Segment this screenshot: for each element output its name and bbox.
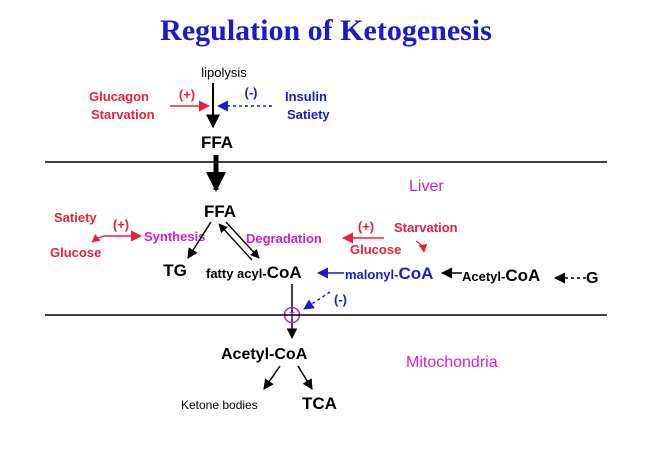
ketone-bodies-label: Ketone bodies — [181, 398, 258, 412]
malonyl-coa-suffix: CoA — [398, 264, 433, 283]
synthesis-plus: (+) — [113, 217, 129, 232]
tca-label: TCA — [302, 394, 337, 413]
malonyl-prefix: malonyl- — [345, 267, 398, 282]
ffa-liver: FFA — [204, 202, 236, 221]
mitochondria-label: Mitochondria — [406, 354, 498, 371]
satiety-label-top: Satiety — [287, 107, 330, 122]
fatty-acyl-coa: fatty acyl-CoA — [206, 263, 302, 282]
malonyl-transporter-inhibition — [303, 291, 331, 310]
activation-forward-arrow — [225, 221, 260, 259]
satiety-label-liver: Satiety — [54, 210, 97, 225]
insulin-label: Insulin — [285, 89, 327, 104]
glucose-to-satiety-arrow — [91, 233, 105, 243]
transporter-label: T — [289, 311, 295, 322]
glucose-label-left: Glucose — [50, 245, 101, 260]
starvation-to-glucose-arrow — [415, 240, 428, 253]
lipolysis-label: lipolysis — [201, 65, 247, 80]
ffa-blood: FFA — [201, 133, 233, 152]
degradation-plus: (+) — [358, 219, 374, 234]
malonyl-coa: malonyl-CoA — [345, 264, 433, 283]
degradation-label: Degradation — [246, 231, 322, 246]
ketogenesis-arrow — [263, 365, 281, 390]
acetyl-prefix-liver: Acetyl- — [462, 269, 505, 284]
acetyl-coa-liver: Acetyl-CoA — [462, 266, 540, 285]
tca-arrow — [297, 365, 313, 390]
transporter-minus: (-) — [334, 292, 347, 307]
g-label: G — [586, 270, 598, 287]
fatty-acyl-coa-suffix: CoA — [267, 263, 302, 282]
tg-label: TG — [163, 261, 187, 280]
acetyl-coa-liver-suffix: CoA — [505, 266, 540, 285]
synthesis-label: Synthesis — [144, 229, 205, 244]
acetyl-coa-mito-suffix: CoA — [274, 346, 307, 363]
acetyl-prefix-mito: Acetyl- — [221, 346, 274, 363]
fatty-acyl-prefix: fatty acyl- — [206, 266, 267, 281]
glucose-label-right: Glucose — [350, 242, 401, 257]
insulin-minus: (-) — [245, 85, 258, 100]
liver-label: Liver — [409, 178, 444, 195]
synthesis-arrow — [187, 221, 212, 259]
activation-reverse-arrow — [218, 223, 253, 261]
glucagon-label: Glucagon — [89, 89, 149, 104]
glucagon-plus: (+) — [179, 87, 195, 102]
diagram-title: Regulation of Ketogenesis — [160, 14, 492, 47]
starvation-label-top: Starvation — [91, 107, 155, 122]
acetyl-coa-mito: Acetyl-CoA — [221, 346, 308, 363]
starvation-label-liver: Starvation — [394, 220, 458, 235]
